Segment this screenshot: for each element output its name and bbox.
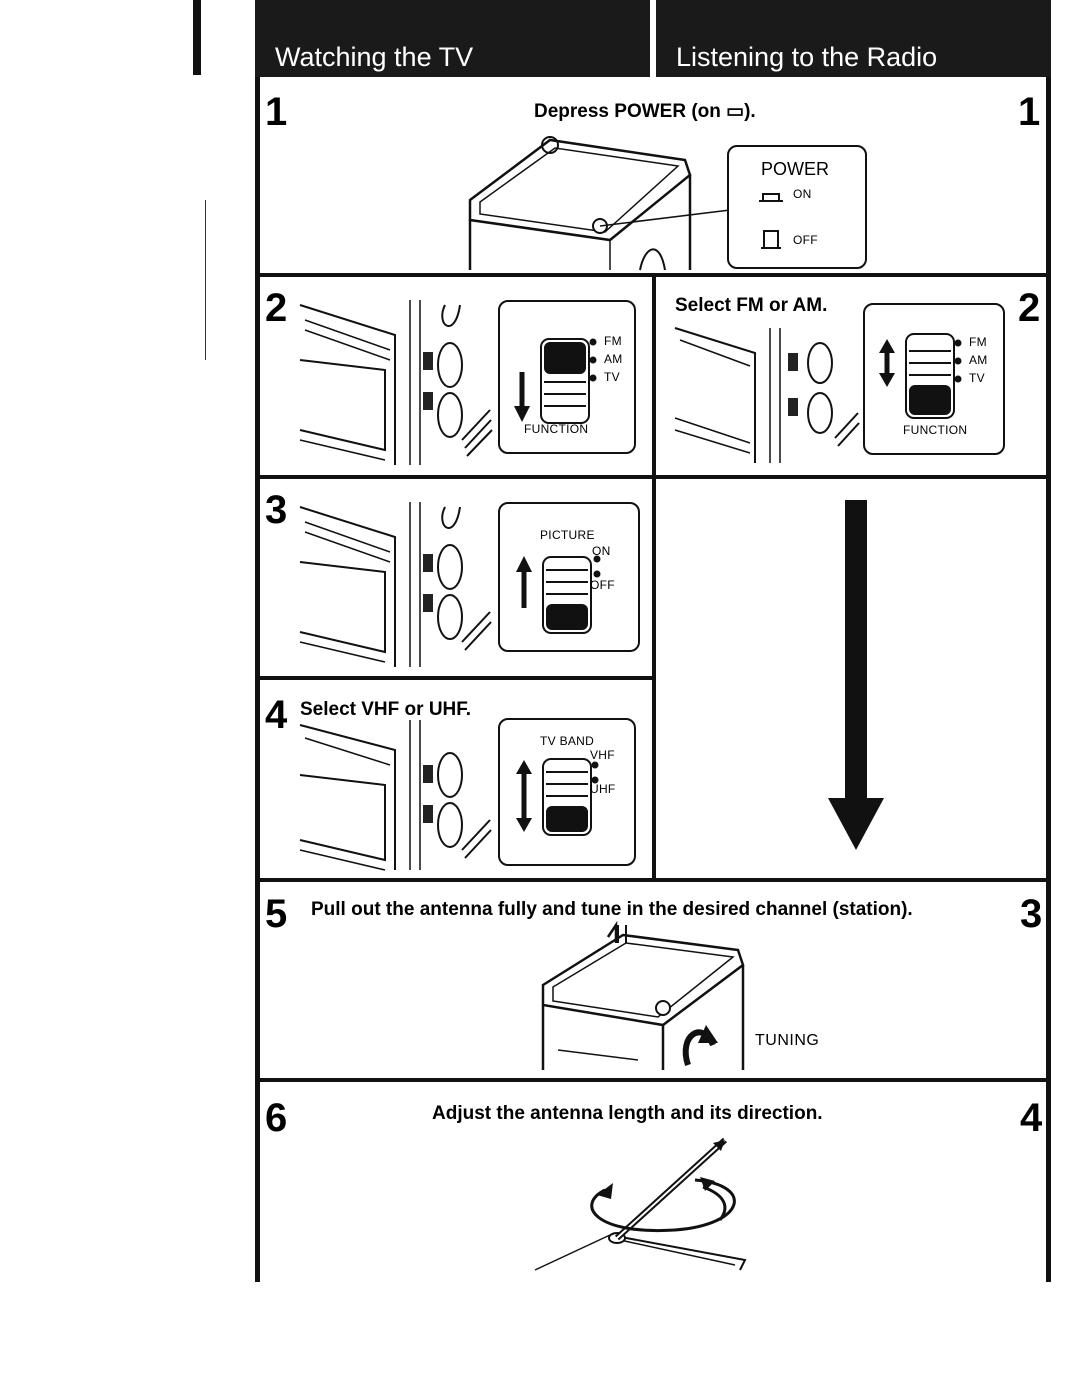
divider-center bbox=[652, 273, 656, 880]
header-watching-tv: Watching the TV bbox=[255, 0, 650, 77]
page-edge-line bbox=[205, 200, 206, 360]
page-edge-bar bbox=[193, 0, 201, 75]
picture-switch-panel: PICTURE ON OFF bbox=[498, 502, 640, 652]
picture-off-label: OFF bbox=[590, 578, 615, 592]
arrow-down-icon bbox=[514, 372, 530, 422]
picture-dots bbox=[593, 555, 601, 578]
divider-4 bbox=[255, 878, 1051, 882]
function-slider-radio bbox=[905, 333, 955, 419]
antenna-rotate-illustration bbox=[534, 1137, 747, 1271]
step1-number-radio: 1 bbox=[1018, 90, 1041, 134]
step4-caption: Select VHF or UHF. bbox=[300, 699, 472, 720]
step2-radio-caption: Select FM or AM. bbox=[675, 295, 828, 316]
function-dots-tv bbox=[589, 338, 597, 382]
tv-band-uhf-label: UHF bbox=[590, 782, 616, 796]
power-panel-title: POWER bbox=[761, 159, 830, 179]
function-dots-radio bbox=[954, 339, 962, 383]
tv-side-illustration-2 bbox=[299, 300, 493, 465]
header-listening-radio: Listening to the Radio bbox=[656, 0, 1051, 77]
step6-number-radio: 4 bbox=[1020, 1096, 1043, 1140]
power-switch-panel: POWER ON OFF bbox=[727, 145, 867, 269]
divider-3 bbox=[255, 676, 655, 680]
divider-5 bbox=[255, 1078, 1051, 1082]
tv-side-illustration-3 bbox=[299, 502, 492, 667]
radio-side-illustration-2 bbox=[674, 327, 860, 463]
step5-number-tv: 5 bbox=[265, 892, 288, 936]
rotate-icon bbox=[702, 1185, 727, 1221]
step6-caption: Adjust the antenna length and its direct… bbox=[432, 1103, 823, 1124]
function-label-fm-tv: FM bbox=[604, 334, 622, 348]
step2-number-tv: 2 bbox=[265, 286, 288, 330]
tuning-label: TUNING bbox=[755, 1032, 820, 1049]
step5-number-radio: 3 bbox=[1020, 892, 1043, 936]
power-off-icon bbox=[761, 230, 781, 249]
picture-panel-title: PICTURE bbox=[540, 528, 595, 542]
tv-antenna-tuning-illustration bbox=[541, 920, 745, 1070]
frame-right-border bbox=[1046, 75, 1051, 1282]
function-switch-panel-radio: FM AM TV FUNCTION bbox=[863, 303, 1005, 455]
tv-band-dots bbox=[591, 761, 599, 784]
tv-top-illustration bbox=[468, 136, 731, 271]
function-label-fm-radio: FM bbox=[969, 335, 987, 349]
step3-number: 3 bbox=[265, 488, 288, 532]
picture-on-label: ON bbox=[592, 544, 611, 558]
function-switch-panel-tv: FM AM TV FUNCTION bbox=[498, 300, 636, 454]
arrow-updown-icon bbox=[879, 339, 895, 387]
frame-left-border bbox=[255, 0, 260, 1282]
tv-band-vhf-label: VHF bbox=[590, 748, 615, 762]
step4-number: 4 bbox=[265, 693, 288, 737]
function-panel-label-tv: FUNCTION bbox=[524, 422, 589, 436]
function-label-tv-tv: TV bbox=[604, 370, 620, 384]
arrow-up-icon bbox=[516, 556, 532, 608]
tv-band-slider bbox=[542, 758, 592, 836]
power-on-label: ON bbox=[793, 187, 812, 201]
arrow-updown-icon-tvband bbox=[516, 760, 532, 832]
power-off-label: OFF bbox=[793, 233, 818, 247]
tv-side-illustration-4 bbox=[299, 720, 492, 871]
step1-caption: Depress POWER (on ▭). bbox=[534, 101, 756, 122]
step5-caption: Pull out the antenna fully and tune in t… bbox=[311, 899, 913, 920]
function-label-am-radio: AM bbox=[969, 353, 988, 367]
function-label-am-tv: AM bbox=[604, 352, 623, 366]
picture-slider bbox=[542, 556, 592, 634]
tv-band-panel-title: TV BAND bbox=[540, 734, 595, 748]
step1-number-tv: 1 bbox=[265, 90, 288, 134]
step6-number-tv: 6 bbox=[265, 1096, 288, 1140]
big-arrow-down-icon bbox=[828, 500, 884, 850]
function-label-tv-radio: TV bbox=[969, 371, 985, 385]
function-panel-label-radio: FUNCTION bbox=[903, 423, 968, 437]
power-on-icon bbox=[759, 193, 783, 202]
step2-number-radio: 2 bbox=[1018, 286, 1041, 330]
tv-band-switch-panel: TV BAND VHF UHF bbox=[498, 718, 636, 866]
function-slider-tv bbox=[540, 338, 590, 424]
